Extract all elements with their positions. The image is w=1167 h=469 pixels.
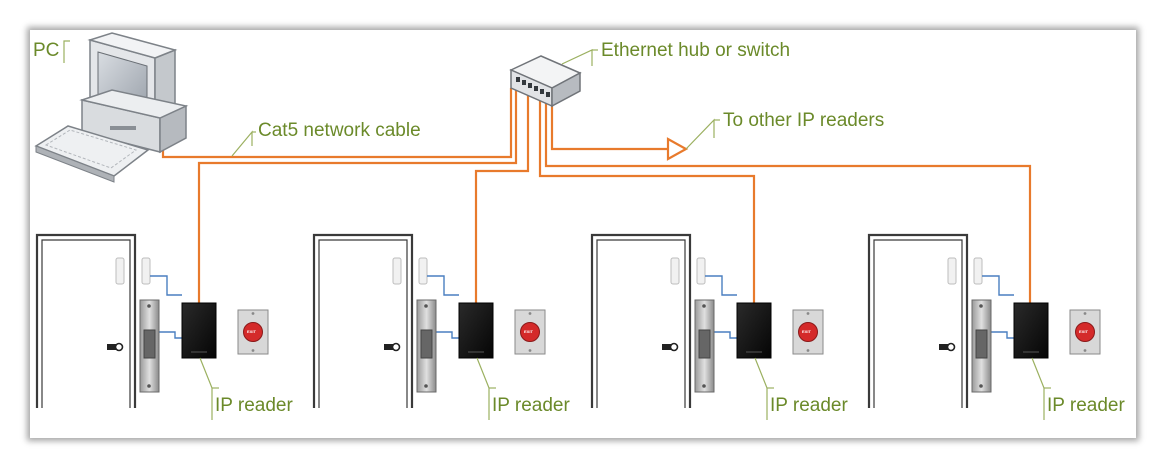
door-unit-1: EXIT IP reader <box>35 233 293 422</box>
door-unit-2: EXIT IP reader <box>312 233 570 422</box>
other-readers-label: To other IP readers <box>723 110 884 131</box>
pc-callout <box>63 40 70 63</box>
ip-reader-label-2: IP reader <box>492 395 570 416</box>
svg-text:EXIT: EXIT <box>802 329 811 334</box>
pc-label: PC <box>33 40 59 61</box>
svg-text:EXIT: EXIT <box>1079 329 1088 334</box>
other-readers-callout <box>685 118 715 150</box>
ip-reader-label-1: IP reader <box>215 395 293 416</box>
hub-label: Ethernet hub or switch <box>601 40 790 61</box>
door-unit-3: EXIT IP reader <box>590 233 848 422</box>
ip-reader-label-3: IP reader <box>770 395 848 416</box>
svg-text:EXIT: EXIT <box>247 329 256 334</box>
cable-label: Cat5 network cable <box>258 120 421 141</box>
cable-callout <box>231 130 253 157</box>
ip-reader-label-4: IP reader <box>1047 395 1125 416</box>
hub-callout <box>561 49 593 66</box>
door-unit-4: EXIT IP reader <box>867 233 1125 422</box>
svg-text:EXIT: EXIT <box>524 329 533 334</box>
desktop-computer-icon <box>34 32 189 183</box>
network-switch-icon <box>509 55 582 108</box>
